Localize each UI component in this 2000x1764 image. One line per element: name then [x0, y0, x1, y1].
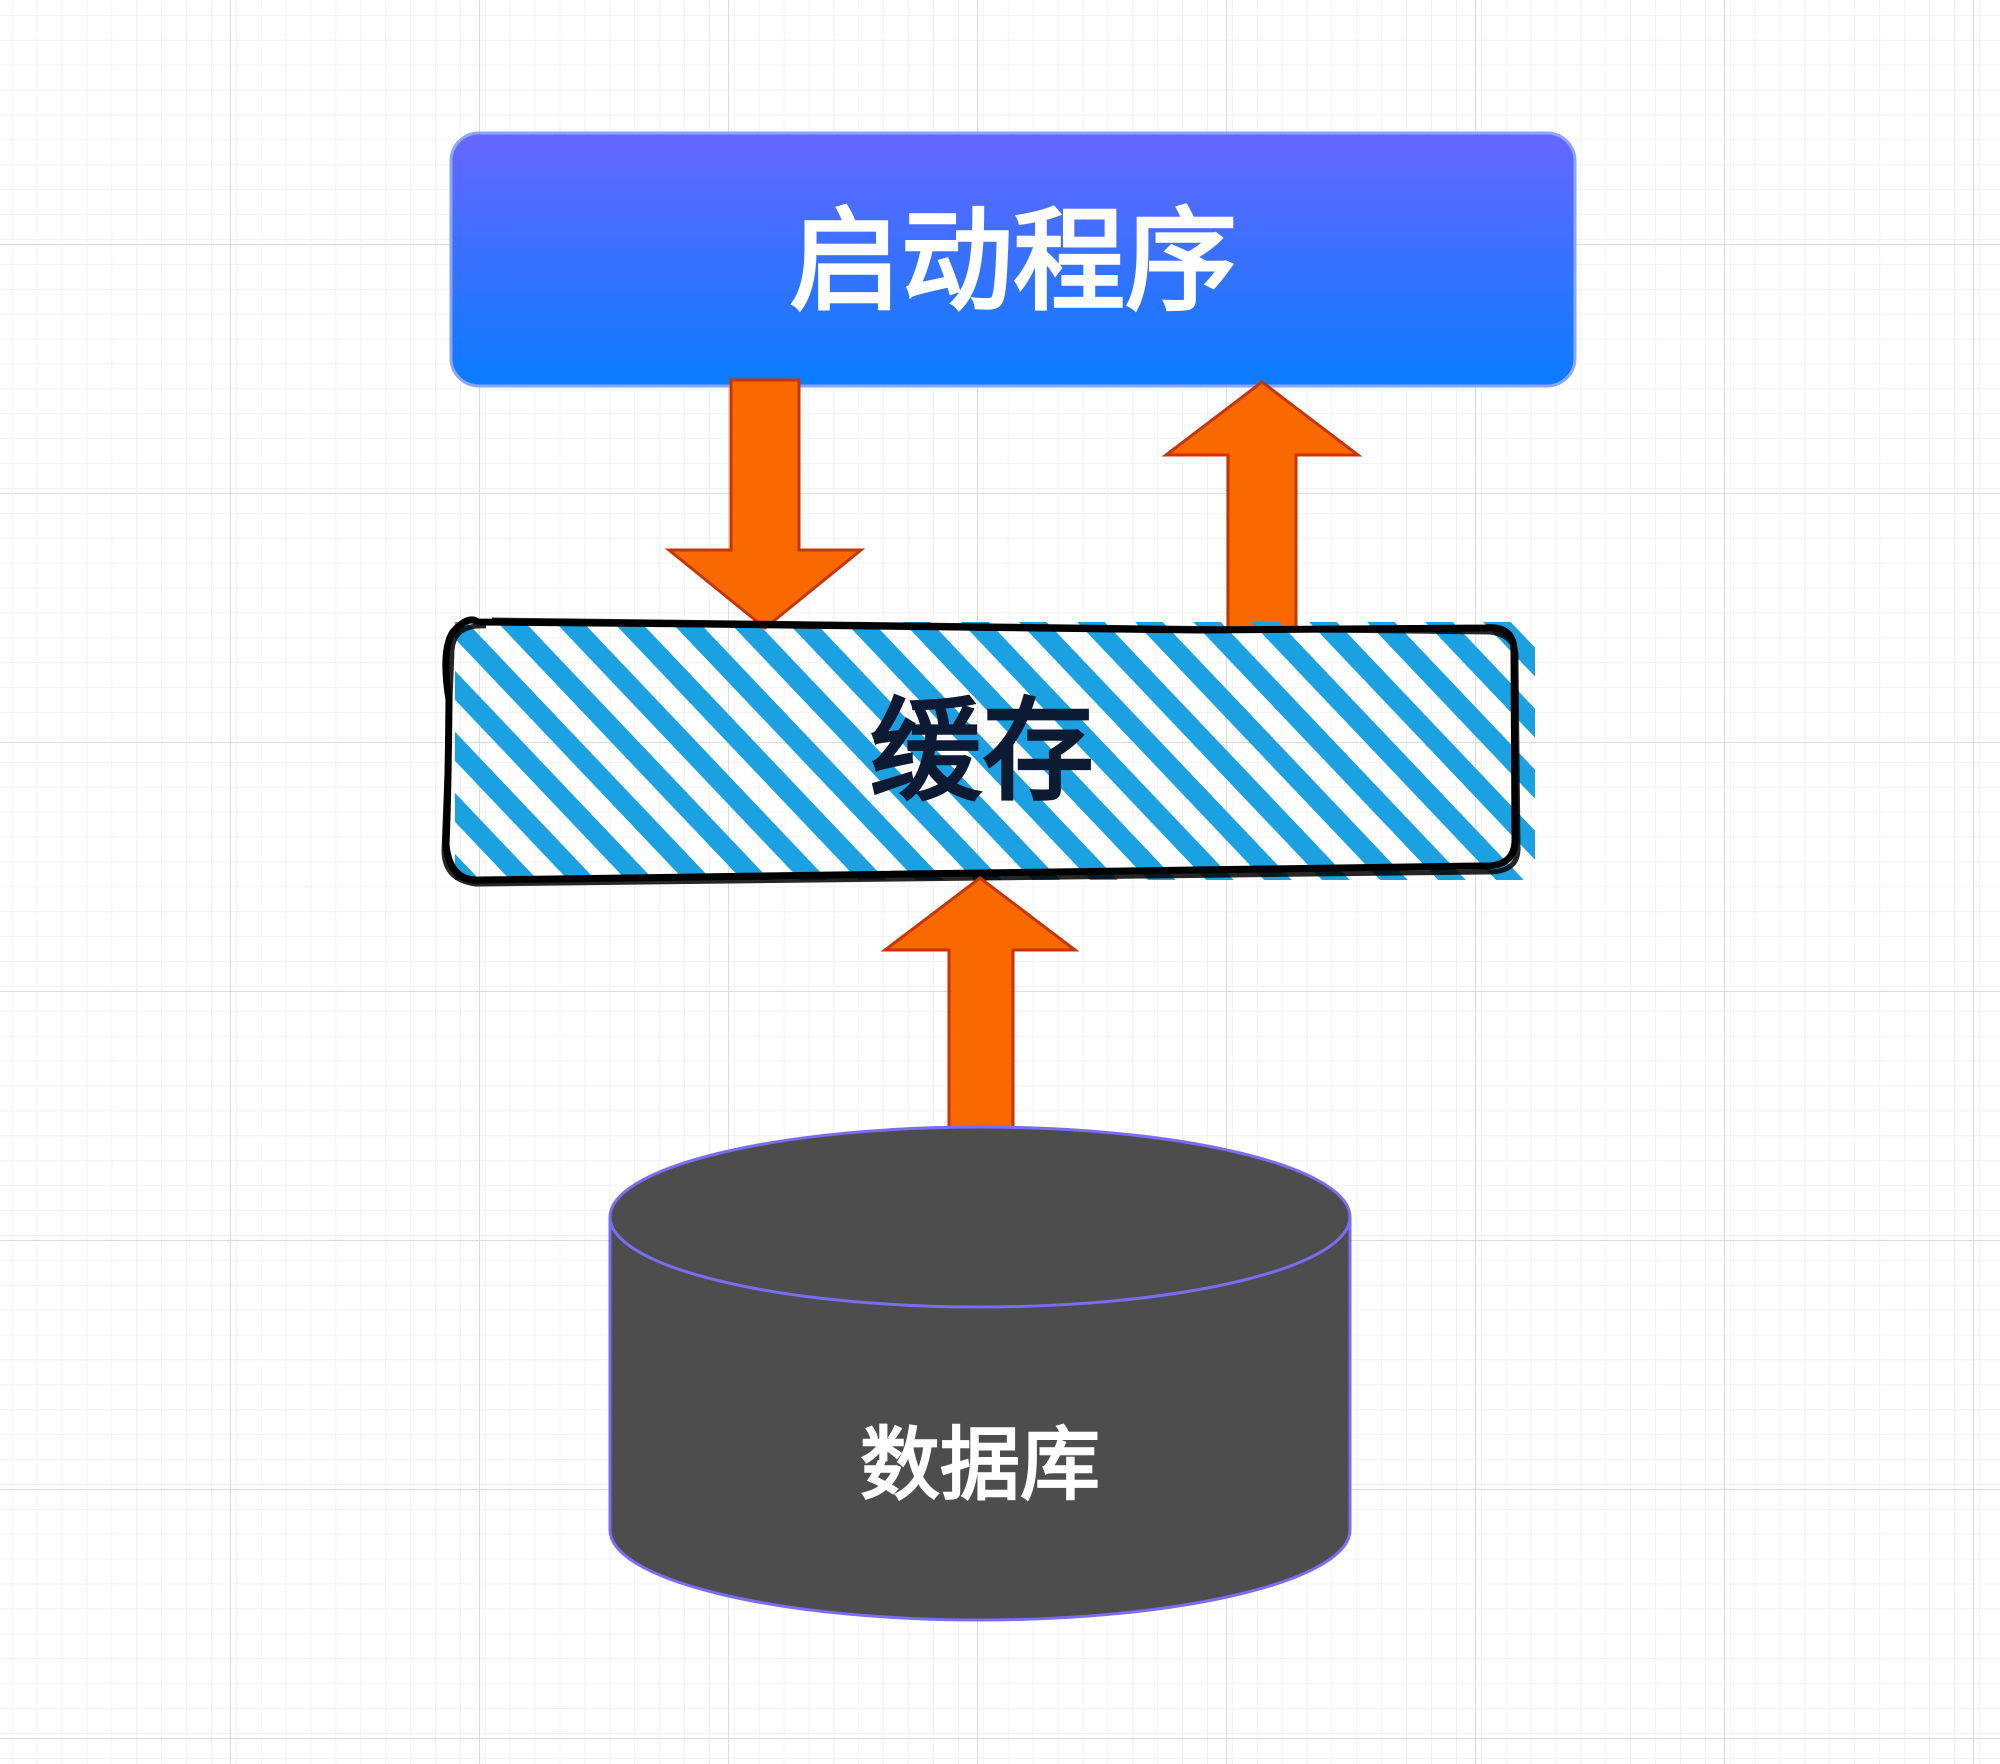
hatch-line: [671, 622, 944, 880]
hatch-line: [845, 622, 1118, 880]
hatch-line: [1193, 622, 1466, 880]
database-node[interactable]: 数据库: [608, 1125, 1352, 1622]
cache-node[interactable]: 缓存: [200, 600, 1935, 900]
hatch-line: [455, 731, 596, 880]
hatch-line: [961, 622, 1234, 880]
database-top: [608, 1125, 1352, 1309]
hatch-line: [787, 622, 1060, 880]
hatch-line: [1309, 622, 1535, 860]
hatch-line: [729, 622, 1002, 880]
startup-node[interactable]: 启动程序: [449, 131, 1577, 388]
cache-label: 缓存: [870, 687, 1094, 817]
hatch-line: [1135, 622, 1408, 880]
hatch-line: [455, 622, 712, 880]
hatch-line: [1367, 622, 1535, 799]
database-label: 数据库: [860, 1419, 1100, 1512]
hatch-line: [1425, 622, 1535, 738]
hatch-line: [1019, 622, 1292, 880]
hatch-line: [1251, 622, 1524, 880]
hatch-line: [1483, 622, 1535, 677]
database-body: [608, 1217, 1352, 1622]
startup-label: 启动程序: [789, 197, 1237, 327]
cache-hatch: [455, 622, 1535, 880]
hatch-line: [455, 670, 654, 880]
hatch-line: [613, 622, 886, 880]
hatch-line: [497, 622, 770, 880]
hatch-line: [455, 792, 538, 880]
hatch-line: [555, 622, 828, 880]
hatch-line: [903, 622, 1176, 880]
arrow-startup-to-cache: [664, 378, 866, 630]
hatch-line: [1077, 622, 1350, 880]
